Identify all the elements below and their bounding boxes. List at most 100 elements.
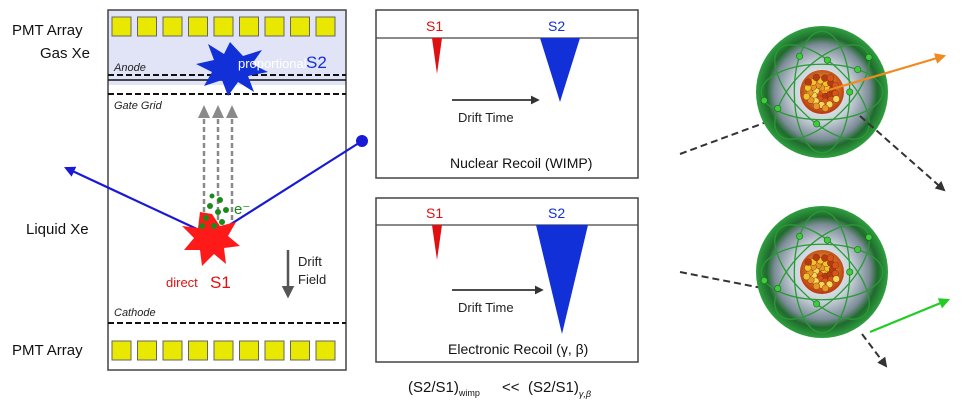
electronic-recoil-panel: S1 S2 Drift Time Electronic Recoil (γ, β… [375, 197, 639, 363]
ratio-operator: << [502, 379, 520, 396]
pmt-array-top-label: PMT Array [12, 22, 83, 39]
ratio-formula: (S2/S1)wimp << (S2/S1)γ,β [408, 379, 591, 399]
pmt-tube [239, 340, 259, 361]
electron [760, 277, 768, 285]
nuclear-drift-time-label: Drift Time [458, 110, 514, 125]
nucleon [826, 254, 835, 262]
pmt-tube [111, 16, 132, 37]
nucleon [832, 275, 840, 283]
electronic-s1-label: S1 [426, 205, 443, 221]
electron [796, 232, 804, 240]
electron-orbit [760, 243, 884, 301]
electron-orbit [774, 224, 870, 320]
s1-flash-star [182, 212, 240, 266]
nucleon [802, 272, 811, 281]
s2-label: S2 [306, 53, 327, 72]
ratio-left: (S2/S1)wimp [408, 379, 480, 398]
pmt-array-bottom [111, 340, 336, 361]
ratio-right: (S2/S1)γ,β [528, 379, 591, 399]
pmt-tube [137, 16, 157, 37]
nucleon [802, 92, 811, 101]
nucleon [804, 258, 812, 266]
nucleon [832, 95, 840, 103]
scattered-particle-track [64, 166, 213, 237]
electron [774, 284, 782, 292]
electron-orbit [760, 63, 884, 121]
pmt-tube [315, 340, 336, 361]
gate-grid-label: Gate Grid [114, 100, 163, 112]
electronic-recoil-title: Electronic Recoil (γ, β) [448, 341, 588, 357]
incoming-wimp-track-top [679, 119, 773, 155]
atom-icon [756, 206, 888, 338]
deflected-track-top [859, 115, 946, 192]
electron [823, 236, 831, 244]
electronic-s2-label: S2 [548, 205, 565, 221]
nucleon [821, 104, 829, 112]
cathode-label: Cathode [114, 307, 156, 319]
nucleon [831, 261, 840, 269]
electron [854, 246, 862, 254]
electron [854, 66, 862, 74]
pmt-tube [290, 16, 310, 37]
electron [796, 52, 804, 60]
drift-field-label-2: Field [298, 272, 326, 287]
electron [813, 300, 821, 308]
pmt-tube [162, 340, 183, 361]
pmt-tube [213, 16, 234, 37]
nucleon [812, 282, 821, 290]
s1-label: S1 [210, 273, 231, 292]
electron [823, 56, 831, 64]
nuclear-recoil-title: Nuclear Recoil (WIMP) [450, 155, 592, 171]
drift-field-label-1: Drift [298, 254, 322, 269]
electron [846, 88, 854, 96]
electron [846, 268, 854, 276]
electronic-drift-time-label: Drift Time [458, 300, 514, 315]
nuclear-s1-label: S1 [426, 18, 443, 34]
electron [813, 120, 821, 128]
incoming-particle-track [211, 140, 363, 237]
nucleon [821, 284, 829, 292]
pmt-tube [315, 16, 336, 37]
pmt-tube [188, 340, 208, 361]
electron-label: e⁻ [234, 201, 250, 218]
deflected-track-bottom [861, 333, 888, 368]
electron [865, 53, 873, 61]
pmt-tube [264, 16, 285, 37]
electron-cluster [199, 193, 229, 229]
s2-flash-star [196, 42, 268, 96]
nuclear-s2-label: S2 [548, 18, 565, 34]
proportional-label: proportional [238, 56, 307, 71]
pmt-tube [137, 340, 157, 361]
nucleon [826, 74, 835, 82]
recoil-nucleus-track [821, 53, 947, 94]
direct-label: direct [166, 275, 198, 290]
electron-drift-arrows [198, 105, 238, 220]
electron-orbit [774, 44, 870, 140]
pmt-tube [111, 340, 132, 361]
electron-orbit [774, 224, 870, 320]
nuclear-s1-pulse [432, 38, 442, 74]
nucleon [812, 73, 820, 82]
pmt-array-bottom-label: PMT Array [12, 342, 83, 359]
pmt-tube [188, 16, 208, 37]
nuclear-recoil-panel: S1 S2 Drift Time Nuclear Recoil (WIMP) [375, 9, 639, 179]
nuclear-s2-pulse [540, 38, 580, 102]
pmt-tube [264, 340, 285, 361]
electron [774, 105, 782, 113]
electron [865, 233, 873, 241]
gas-xe-label: Gas Xe [40, 45, 90, 62]
incoming-particle-track-bottom [679, 271, 773, 291]
pmt-array-top [111, 16, 336, 37]
nucleon [804, 78, 812, 86]
pmt-tube [213, 340, 234, 361]
electronic-s2-pulse [536, 225, 588, 334]
electron-orbit [774, 44, 870, 140]
electronic-s1-pulse [432, 225, 442, 260]
pmt-tube [239, 16, 259, 37]
anode-label: Anode [113, 62, 146, 74]
atom-bottom [679, 206, 951, 368]
electron [760, 97, 768, 105]
nucleon [812, 102, 821, 110]
liquid-xe-label: Liquid Xe [26, 221, 89, 238]
